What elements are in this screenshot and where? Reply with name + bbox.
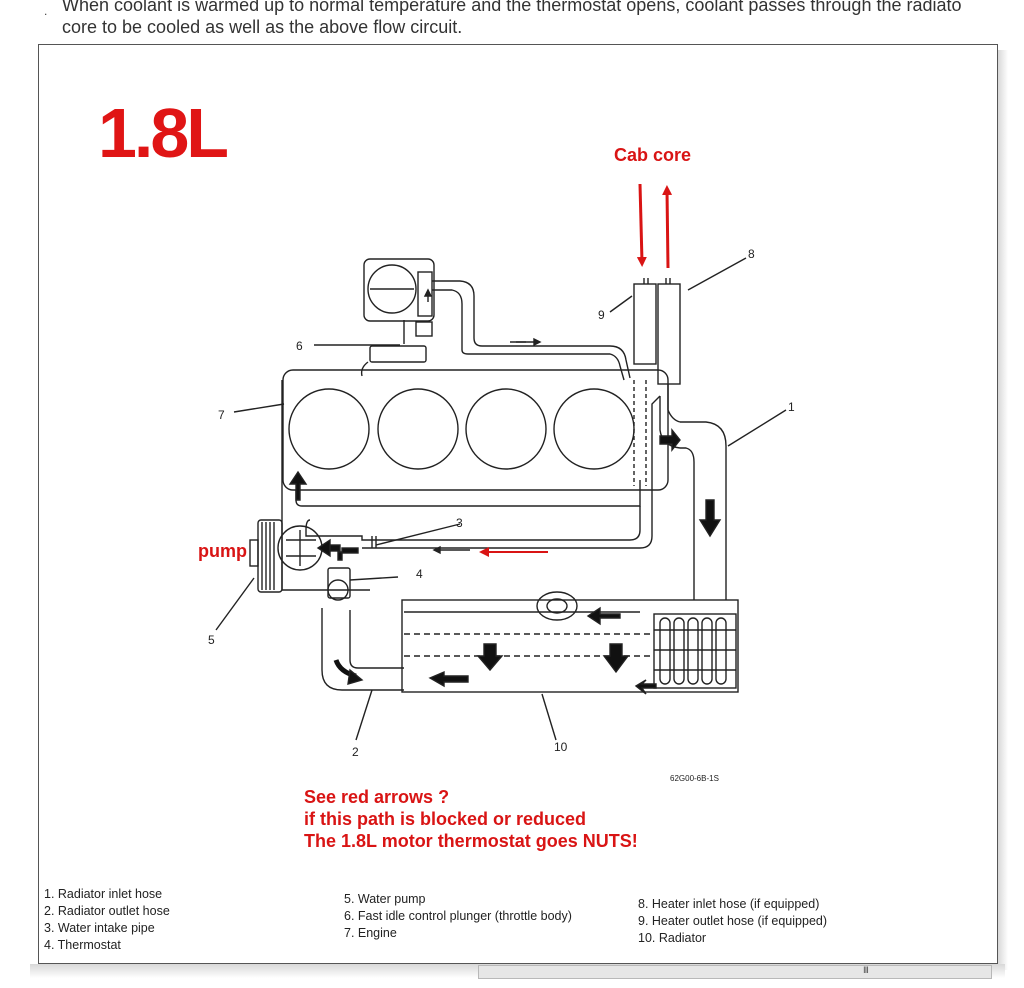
callout-4: 4 <box>416 567 423 581</box>
callout-8: 8 <box>748 247 755 261</box>
radiator-cap <box>536 591 578 621</box>
note-line-1: See red arrows ? <box>304 787 450 807</box>
callout-7: 7 <box>218 408 225 422</box>
callout-5: 5 <box>208 633 215 647</box>
thermostat <box>327 567 351 599</box>
heater-inlet-hose <box>657 283 681 385</box>
engine-size-title: 1.8L <box>98 94 229 172</box>
intro-text: When coolant is warmed up to normal temp… <box>62 0 992 38</box>
callout-9: 9 <box>598 308 605 322</box>
radiator <box>401 599 739 693</box>
legend-column-2: 5. Water pump 6. Fast idle control plung… <box>344 891 572 942</box>
heater-outlet-hose <box>633 283 657 365</box>
legend-item: 9. Heater outlet hose (if equipped) <box>638 914 828 928</box>
scroll-grip-icon[interactable]: III <box>863 966 869 976</box>
callout-6: 6 <box>296 339 303 353</box>
engine-block <box>282 369 669 491</box>
pump-label: pump <box>198 541 247 561</box>
legend-item: 6. Fast idle control plunger (throttle b… <box>344 909 572 923</box>
callout-3: 3 <box>456 516 463 530</box>
note-line-2: if this path is blocked or reduced <box>304 809 587 829</box>
horizontal-scrollbar[interactable]: III <box>478 965 992 979</box>
legend-item: 5. Water pump <box>344 892 426 906</box>
intro-bullet: . <box>44 4 48 18</box>
legend-item: 3. Water intake pipe <box>44 921 155 935</box>
callout-10: 10 <box>554 740 568 754</box>
callout-2: 2 <box>352 745 359 759</box>
legend-item: 7. Engine <box>344 926 397 940</box>
legend-column-1: 1. Radiator inlet hose 2. Radiator outle… <box>44 886 170 954</box>
legend-item: 1. Radiator inlet hose <box>44 887 163 901</box>
intro-line-1: When coolant is warmed up to normal temp… <box>62 0 962 15</box>
cab-core-label: Cab core <box>614 145 692 165</box>
radiator-core <box>653 613 737 689</box>
intro-line-2: core to be cooled as well as the above f… <box>62 17 463 37</box>
callout-1: 1 <box>788 400 795 414</box>
legend-item: 8. Heater inlet hose (if equipped) <box>638 897 820 911</box>
legend-item: 10. Radiator <box>638 931 707 945</box>
figure-code: 62G00-6B-1S <box>670 774 719 783</box>
annotation-note: See red arrows ? if this path is blocked… <box>304 786 638 852</box>
legend-column-3: 8. Heater inlet hose (if equipped) 9. He… <box>638 896 827 947</box>
legend-item: 2. Radiator outlet hose <box>44 904 170 918</box>
throttle-body <box>360 258 631 381</box>
note-line-3: The 1.8L motor thermostat goes NUTS! <box>304 831 638 851</box>
frame-shadow-right <box>998 50 1008 970</box>
figure-frame <box>38 44 998 964</box>
legend-item: 4. Thermostat <box>44 938 121 952</box>
